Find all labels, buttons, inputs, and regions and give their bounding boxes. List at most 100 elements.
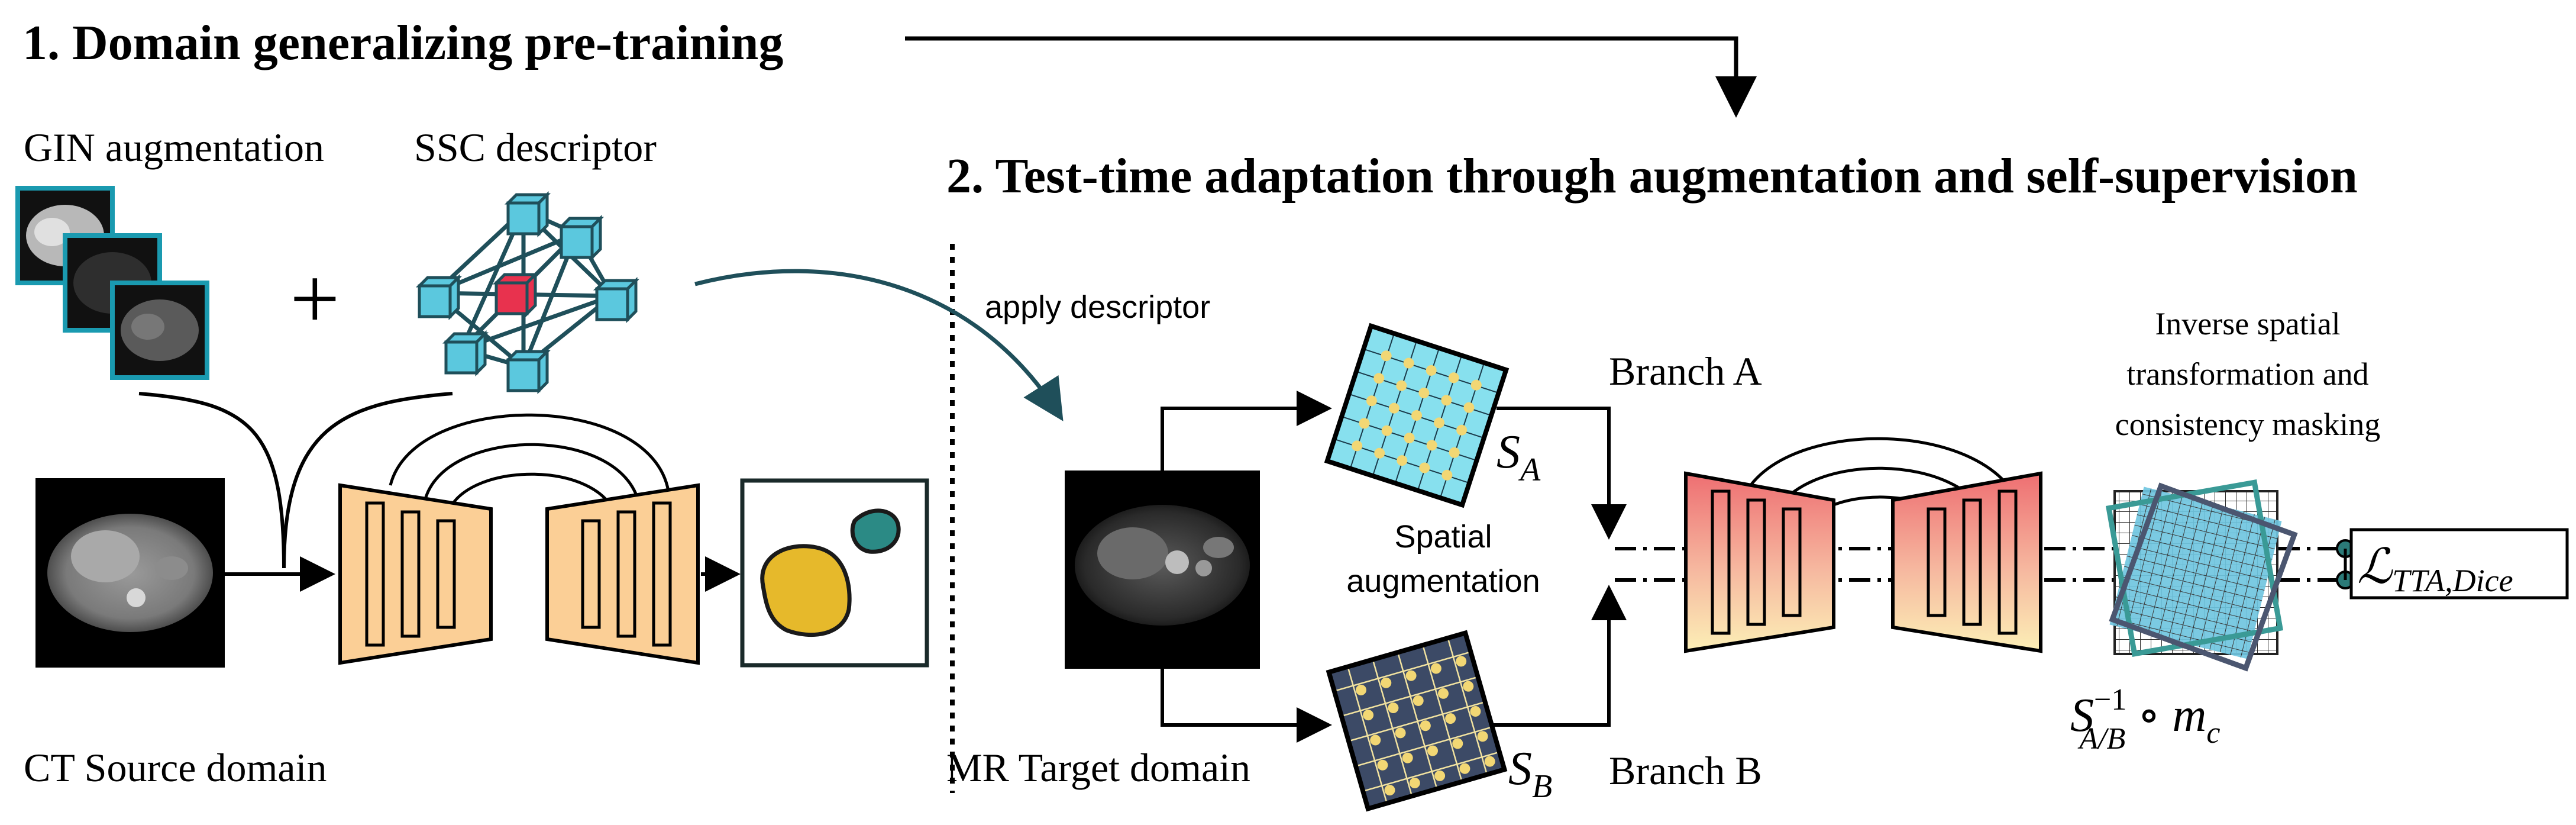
apply-descriptor-arrow <box>694 269 1064 421</box>
control-point-dot <box>1430 663 1441 674</box>
augmentation-grid-b <box>1326 630 1508 812</box>
control-point-dot <box>1363 710 1374 721</box>
control-point-dot <box>1384 785 1395 796</box>
control-point-dot <box>1419 462 1430 473</box>
control-point-dot <box>1445 713 1456 724</box>
s-a-label: SA <box>1497 426 1541 488</box>
ssc-neighbor-cube <box>415 273 463 321</box>
control-point-dot <box>1405 670 1417 681</box>
control-point-dot <box>1409 777 1420 788</box>
control-point-dot <box>1449 447 1460 458</box>
control-point-dot <box>1402 752 1413 763</box>
control-point-dot <box>1352 440 1363 452</box>
ssc-merge-curve <box>282 392 453 569</box>
plus-sign: + <box>290 250 340 348</box>
control-point-dot <box>1381 425 1392 436</box>
control-point-dot <box>1441 469 1453 481</box>
gin-image-3 <box>110 281 209 380</box>
control-point-dot <box>1434 417 1445 428</box>
inverse-label-1: Inverse spatial <box>2155 306 2340 341</box>
control-point-dot <box>1373 373 1385 384</box>
control-point-dot <box>1359 418 1370 429</box>
control-point-dot <box>1381 677 1392 688</box>
apply-descriptor-label: apply descriptor <box>985 289 1210 325</box>
control-point-dot <box>1420 720 1431 731</box>
mr-target-image <box>1065 470 1260 669</box>
branch-b-label: Branch B <box>1609 748 1762 793</box>
section-2-title: 2. Test-time adaptation through augmenta… <box>946 149 2358 204</box>
gin-merge-curve <box>138 392 286 569</box>
pretraining-unet <box>338 413 700 665</box>
control-point-dot <box>1463 681 1474 692</box>
ssc-neighbor-cube <box>557 214 605 262</box>
spatial-augmentation-label-1: Spatial <box>1394 519 1492 555</box>
tta-unet <box>1684 437 2042 653</box>
ssc-neighbor-cube <box>504 191 551 238</box>
segment-teal <box>850 508 901 554</box>
control-point-dot <box>1381 350 1392 362</box>
control-point-dot <box>1434 770 1446 781</box>
ct-source-domain-label: CT Source domain <box>24 745 327 790</box>
inverse-transform-grid <box>2105 479 2298 672</box>
segment-yellow <box>760 544 852 637</box>
control-point-dot <box>1370 734 1381 746</box>
tta-encoder-block <box>1684 471 1835 653</box>
control-point-dot <box>1388 402 1399 414</box>
control-point-dot <box>1459 763 1470 774</box>
control-point-dot <box>1418 387 1430 398</box>
gin-augmentation-label: GIN augmentation <box>24 125 324 170</box>
mr-target-domain-label: MR Target domain <box>946 745 1250 790</box>
mr-to-branch-a-arrow <box>1161 391 1332 470</box>
ssc-neighbor-cube <box>593 276 640 324</box>
augmentation-grid-a <box>1324 323 1510 508</box>
pretraining-to-tta-arrow <box>905 36 1757 118</box>
control-point-dot <box>1452 738 1463 749</box>
s-b-label: SB <box>1508 743 1552 805</box>
loss-box: ℒTTA,Dice <box>2336 528 2569 600</box>
control-point-dot <box>1484 756 1495 767</box>
control-point-dot <box>1438 688 1449 699</box>
control-point-dot <box>1366 395 1377 407</box>
control-point-dot <box>1426 440 1437 451</box>
gin-augmented-images <box>15 186 209 380</box>
inverse-label-2: transformation and <box>2126 356 2368 392</box>
section-1-title: 1. Domain generalizing pre-training <box>22 15 783 70</box>
control-point-dot <box>1448 372 1459 384</box>
control-point-dot <box>1470 705 1481 717</box>
ssc-center-cube <box>492 270 539 318</box>
ssc-descriptor-icon <box>415 191 640 395</box>
control-point-dot <box>1427 745 1438 756</box>
control-point-dot <box>1426 365 1437 376</box>
control-point-dot <box>1456 424 1468 436</box>
control-point-dot <box>1396 380 1407 391</box>
ct-source-image <box>35 478 225 668</box>
control-point-dot <box>1388 702 1399 714</box>
control-point-dot <box>1456 656 1467 667</box>
control-point-dot <box>1411 410 1422 421</box>
branch-b-arrow <box>1491 585 1627 727</box>
decoder-block <box>545 483 700 665</box>
spatial-augmentation-label-2: augmentation <box>1346 563 1540 599</box>
control-point-dot <box>1355 684 1366 695</box>
control-point-dot <box>1395 727 1406 739</box>
control-point-dot <box>1403 357 1414 369</box>
segmentation-output <box>740 478 929 668</box>
control-point-dot <box>1404 433 1415 444</box>
loss-formula: ℒTTA,Dice <box>2357 540 2513 598</box>
ssc-neighbor-cube <box>442 330 489 377</box>
control-point-dot <box>1441 395 1452 406</box>
branch-a-arrow <box>1497 407 1627 540</box>
control-point-dot <box>1377 759 1388 771</box>
control-point-dot <box>1413 695 1424 706</box>
control-point-dot <box>1477 731 1488 742</box>
inverse-label-3: consistency masking <box>2115 407 2380 442</box>
control-point-dot <box>1374 447 1385 459</box>
control-point-dot <box>1463 402 1475 413</box>
branch-a-label: Branch A <box>1609 349 1762 394</box>
ssc-neighbor-cube <box>504 347 551 395</box>
ssc-descriptor-label: SSC descriptor <box>414 125 657 170</box>
control-point-dot <box>1397 455 1408 466</box>
mr-to-branch-b-arrow <box>1161 669 1332 743</box>
